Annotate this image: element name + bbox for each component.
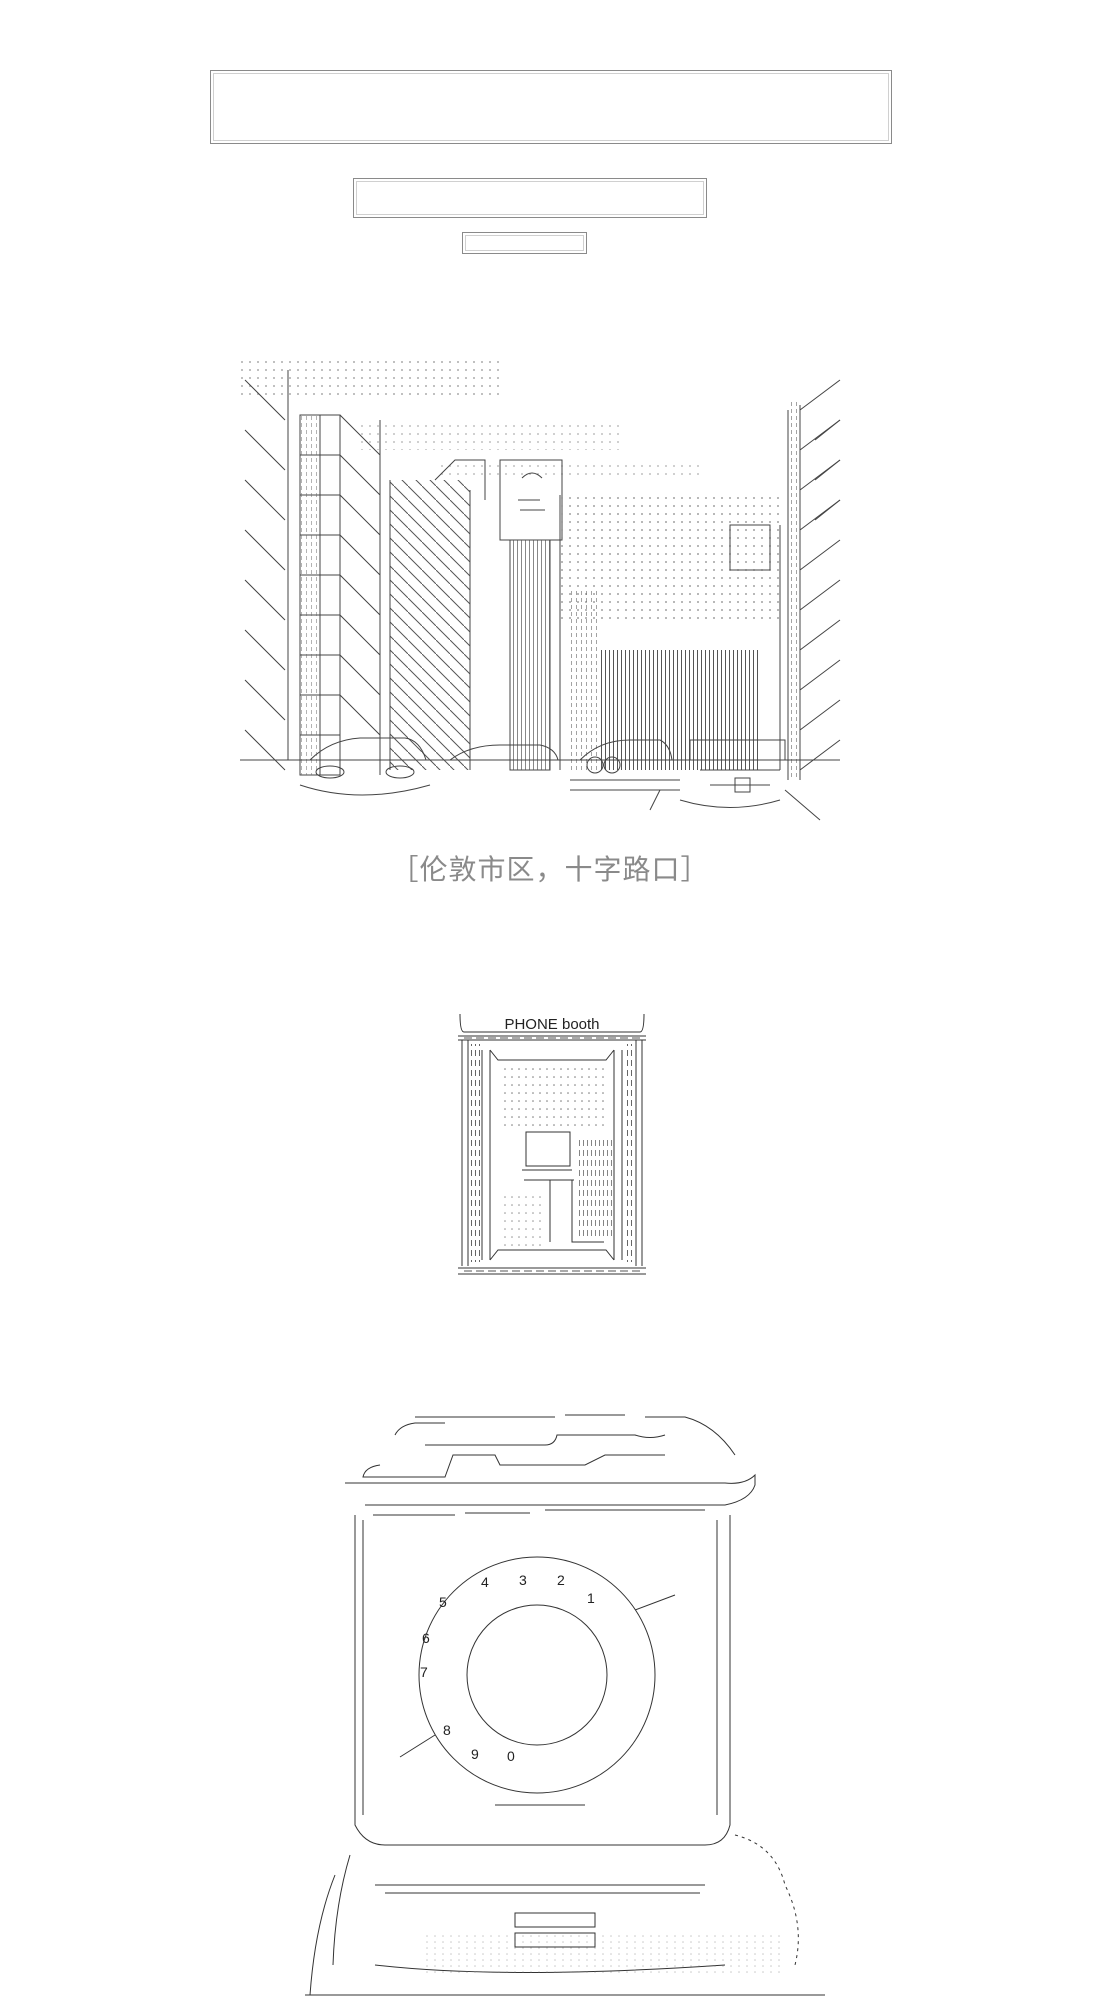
dial-number-8: 8: [443, 1722, 451, 1738]
phone-booth-svg: [458, 1013, 646, 1275]
left-building-edge: [244, 370, 289, 771]
dial-number-2: 2: [557, 1572, 565, 1588]
scene-caption: ［伦敦市区，十字路口］: [390, 853, 710, 886]
telephone-body: [305, 1414, 825, 1996]
phone-booth-label: PHONE booth: [504, 1016, 600, 1033]
telephone-art: 1 2 3 4 5 6 7 8 9 0: [305, 1405, 825, 2000]
title-frame: [210, 70, 892, 144]
dial-number-7: 7: [420, 1664, 428, 1680]
dial-number-4: 4: [481, 1574, 489, 1590]
street-scene-art: [240, 360, 860, 830]
sky-dots: [240, 360, 500, 400]
dial-number-6: 6: [422, 1630, 430, 1646]
dial-number-1: 1: [587, 1590, 595, 1606]
street-cars: [240, 737, 840, 821]
dial-number-0: 0: [507, 1748, 515, 1764]
phone-booth-art: PHONE booth: [454, 1010, 650, 1292]
center-building-columns: [600, 650, 760, 770]
dial-number-9: 9: [471, 1746, 479, 1762]
dial-number-5: 5: [439, 1594, 447, 1610]
telephone-svg: 1 2 3 4 5 6 7 8 9 0: [305, 1414, 825, 1996]
diagonal-building: [390, 480, 470, 770]
small-frame: [462, 232, 587, 254]
subtitle-frame: [353, 178, 707, 218]
street-scene-svg: [240, 360, 841, 821]
dial-numbers: 1 2 3 4 5 6 7 8 9 0: [420, 1572, 595, 1764]
dial-number-3: 3: [519, 1572, 527, 1588]
